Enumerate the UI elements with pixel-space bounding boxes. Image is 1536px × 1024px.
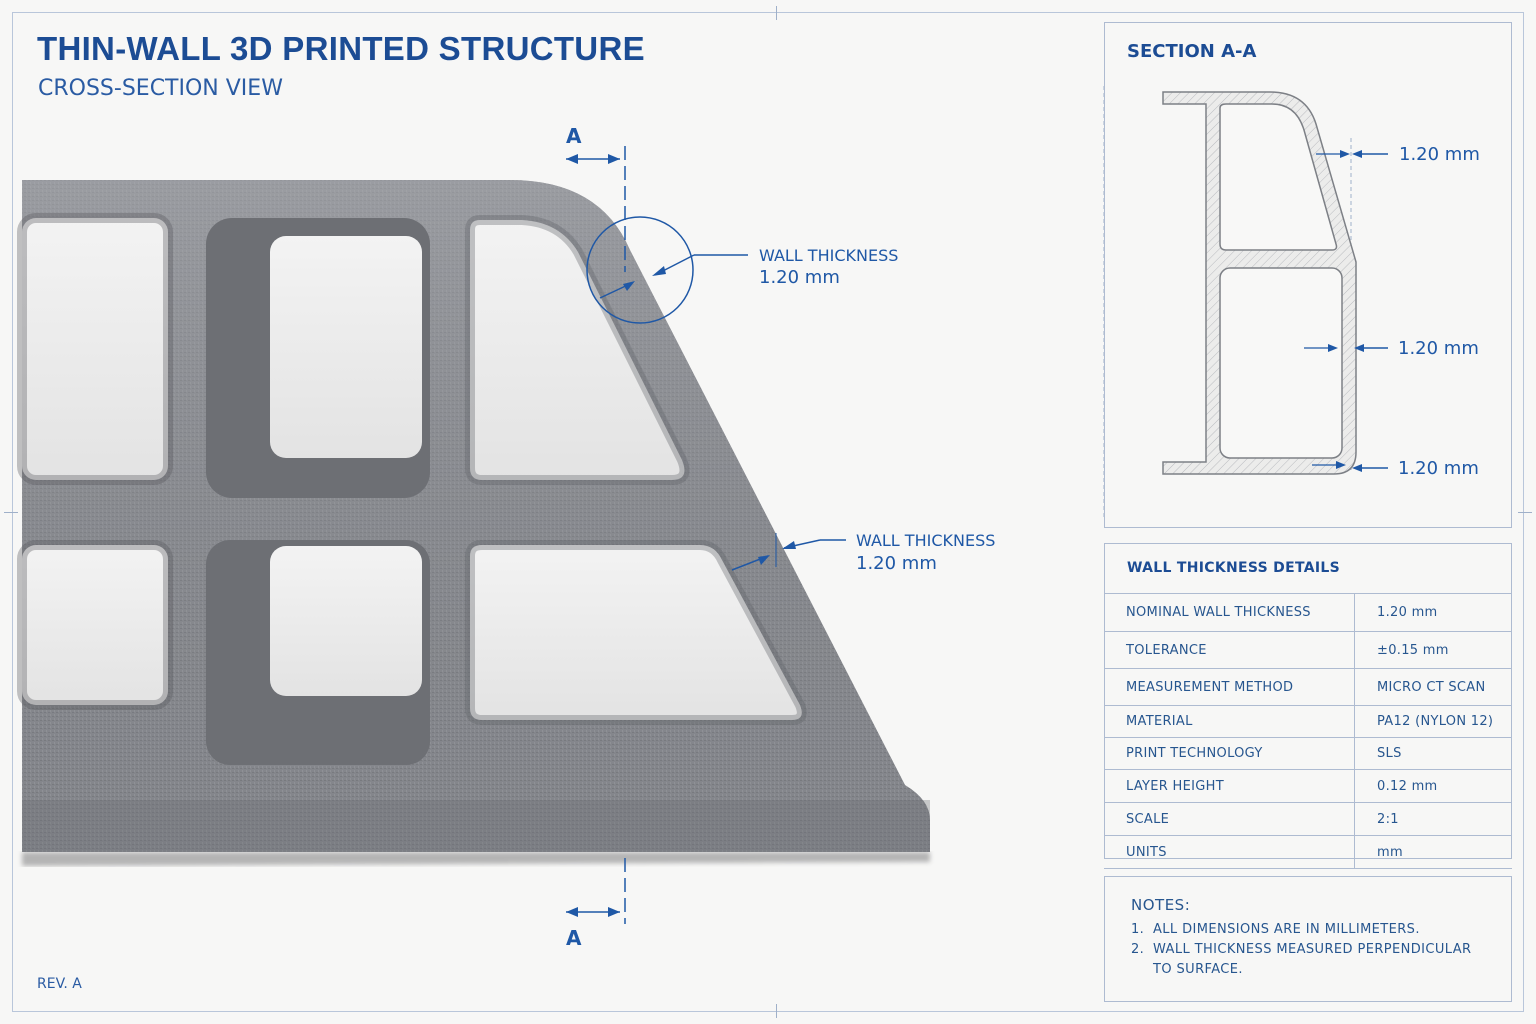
details-label: MATERIAL <box>1104 705 1355 738</box>
note-1: 1. ALL DIMENSIONS ARE IN MILLIMETERS. <box>1131 922 1420 937</box>
details-value: 0.12 mm <box>1354 769 1512 803</box>
drawing-title: THIN-WALL 3D PRINTED STRUCTURE <box>37 30 645 67</box>
details-label: TOLERANCE <box>1104 631 1355 669</box>
details-label: NOMINAL WALL THICKNESS <box>1104 593 1355 632</box>
callout-1-label: WALL THICKNESS <box>759 246 899 265</box>
section-dim-3-left-arrowhead <box>1336 461 1346 469</box>
drawing-subtitle: CROSS-SECTION VIEW <box>38 76 283 101</box>
note-2-num: 2. <box>1131 942 1145 957</box>
border-tick-bottom <box>776 1004 777 1018</box>
cell-lower-3 <box>465 540 807 725</box>
note-2-text: WALL THICKNESS MEASURED PERPENDICULAR <box>1153 942 1472 957</box>
part-shadow <box>22 852 930 866</box>
lower-cells <box>17 540 807 765</box>
details-label: PRINT TECHNOLOGY <box>1104 737 1355 770</box>
note-1-num: 1. <box>1131 922 1145 937</box>
notes-heading: NOTES: <box>1131 896 1191 914</box>
details-label: SCALE <box>1104 802 1355 836</box>
cell-upper-2-hole <box>270 236 422 458</box>
details-label: LAYER HEIGHT <box>1104 769 1355 803</box>
callout-2-label: WALL THICKNESS <box>856 531 996 550</box>
note-2: 2. WALL THICKNESS MEASURED PERPENDICULAR <box>1131 942 1471 957</box>
section-title: SECTION A-A <box>1127 41 1257 62</box>
callout-2-inner-arrowhead <box>758 555 770 565</box>
details-value: MICRO CT SCAN <box>1354 668 1512 706</box>
section-hole-upper <box>1219 103 1338 251</box>
section-dim-1-left-arrowhead <box>1340 150 1350 158</box>
section-arrowhead-bottom-2 <box>608 907 620 917</box>
details-row: TOLERANCE±0.15 mm <box>1104 631 1512 669</box>
detail-circle <box>586 216 694 324</box>
note-2-cont: TO SURFACE. <box>1131 962 1243 977</box>
callout-1-value: 1.20 mm <box>759 267 840 288</box>
cell-upper-3 <box>465 215 690 485</box>
details-value: ±0.15 mm <box>1354 631 1512 669</box>
border-tick-right <box>1518 512 1532 513</box>
section-dim-2-arrowhead <box>1354 344 1364 352</box>
details-label: UNITS <box>1104 835 1355 869</box>
cell-lower-2-hole <box>270 546 422 696</box>
part-bottom-face <box>22 800 930 852</box>
section-marker-bottom: A <box>566 926 582 950</box>
section-marker-top: A <box>566 124 582 148</box>
section-dim-2-left-arrowhead <box>1328 344 1338 352</box>
section-dim-label-3: 1.20 mm <box>1398 458 1479 479</box>
section-dim-label-2: 1.20 mm <box>1398 338 1479 359</box>
border-tick-left <box>4 512 18 513</box>
section-arrowhead-top-2 <box>608 154 620 164</box>
details-title: WALL THICKNESS DETAILS <box>1127 560 1340 576</box>
section-dim-1-arrowhead <box>1352 150 1362 158</box>
section-dim-label-1: 1.20 mm <box>1399 144 1480 165</box>
callout-1-arrowhead <box>652 266 666 276</box>
section-dim-3-arrowhead <box>1352 464 1362 472</box>
notes-panel <box>1104 876 1512 1002</box>
callout-2-value: 1.20 mm <box>856 553 937 574</box>
callout-2-arrowhead <box>782 541 796 549</box>
note-1-text: ALL DIMENSIONS ARE IN MILLIMETERS. <box>1153 922 1420 937</box>
cell-lower-1 <box>17 540 173 710</box>
details-value: 1.20 mm <box>1354 593 1512 632</box>
details-value: mm <box>1354 835 1512 869</box>
section-arrowhead-bottom <box>566 907 578 917</box>
revision-label: REV. A <box>37 976 82 992</box>
details-value: 2:1 <box>1354 802 1512 836</box>
section-hole-lower <box>1219 267 1343 459</box>
border-tick-top <box>776 6 777 20</box>
details-value: PA12 (NYLON 12) <box>1354 705 1512 738</box>
note-2-cont-text: TO SURFACE. <box>1153 962 1243 977</box>
section-panel <box>1104 22 1512 528</box>
upper-cells <box>17 213 690 498</box>
callout-1-inner-arrowhead <box>623 281 635 291</box>
section-arrowhead-top <box>566 154 578 164</box>
details-value: SLS <box>1354 737 1512 770</box>
details-label: MEASUREMENT METHOD <box>1104 668 1355 706</box>
section-profile <box>1162 91 1357 475</box>
cell-upper-1 <box>17 213 173 485</box>
